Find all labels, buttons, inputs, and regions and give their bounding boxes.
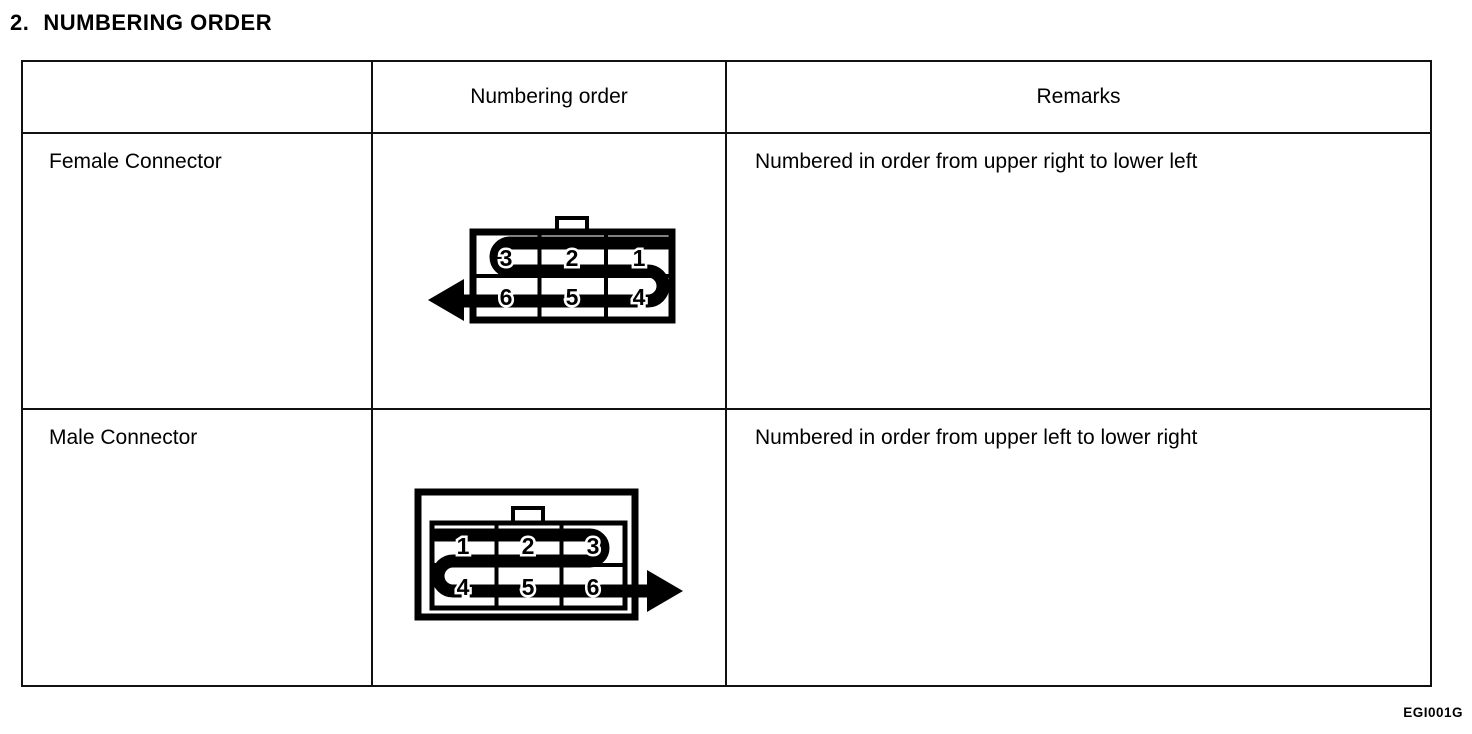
pin-number: 1: [633, 245, 646, 271]
header-cell-remarks: Remarks: [727, 62, 1430, 134]
numbering-path-arrow: [429, 528, 655, 598]
male-remark-cell: Numbered in order from upper left to low…: [727, 410, 1430, 685]
left-arrowhead-icon: [428, 279, 464, 321]
male-connector-label: Male Connector: [49, 426, 198, 449]
pin-number: 2: [566, 245, 579, 271]
pin-number: 5: [566, 284, 579, 310]
numbering-order-table: Numbering order Remarks Female Connector: [21, 60, 1432, 687]
row-label-female-connector: Female Connector: [23, 134, 373, 410]
pin-number: 3: [587, 533, 600, 559]
female-connector-label: Female Connector: [49, 150, 222, 173]
header-cell-empty: [23, 62, 373, 134]
pin-number: 6: [587, 574, 600, 600]
male-pin-numbers: 1 2 3 4 5 6: [454, 531, 602, 603]
pin-number: 4: [457, 574, 470, 600]
row-label-male-connector: Male Connector: [23, 410, 373, 685]
male-remark-text: Numbered in order from upper left to low…: [755, 426, 1198, 449]
female-pin-numbers: 3 2 1 6 5 4: [497, 243, 648, 313]
female-diagram-cell: 3 2 1 6 5 4: [373, 134, 727, 410]
figure-code: EGI001G: [1403, 705, 1463, 720]
female-remark-text: Numbered in order from upper right to lo…: [755, 150, 1198, 173]
pin-number: 3: [500, 245, 513, 271]
header-cell-numbering-order: Numbering order: [373, 62, 727, 134]
pin-number: 4: [633, 284, 646, 310]
pin-number: 6: [500, 284, 513, 310]
numbering-path-arrow: [456, 236, 674, 308]
pin-number: 1: [457, 533, 470, 559]
right-arrowhead-icon: [647, 570, 683, 612]
section-heading: NUMBERING ORDER: [43, 10, 273, 35]
section-number: 2.: [10, 10, 30, 35]
male-diagram-cell: 1 2 3 4 5 6: [373, 410, 727, 685]
pin-number: 5: [522, 574, 535, 600]
header-label-numbering-order: Numbering order: [470, 85, 628, 108]
female-remark-cell: Numbered in order from upper right to lo…: [727, 134, 1430, 410]
male-connector-diagram: 1 2 3 4 5 6: [414, 488, 683, 621]
header-label-remarks: Remarks: [1036, 85, 1121, 108]
page-title: 2. NUMBERING ORDER: [10, 10, 272, 36]
female-connector-diagram: 3 2 1 6 5 4: [428, 216, 676, 324]
pin-number: 2: [522, 533, 535, 559]
